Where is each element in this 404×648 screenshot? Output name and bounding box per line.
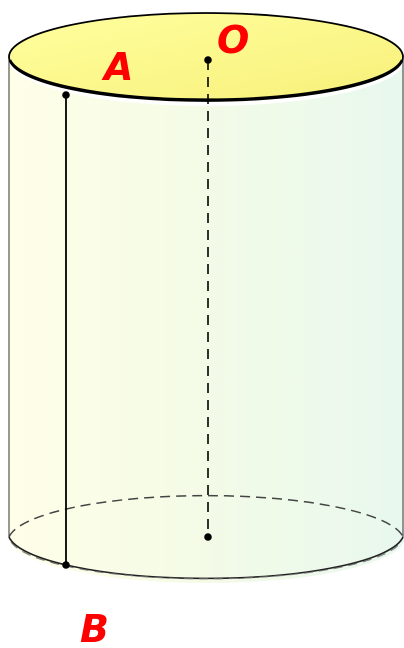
label-B: B	[80, 607, 109, 648]
top-face-front-rim	[8, 59, 404, 101]
point-A	[62, 91, 70, 99]
bottom-ellipse-front	[8, 536, 404, 580]
label-A: A	[101, 45, 133, 89]
bottom-ellipse-front-shadow	[10, 541, 402, 580]
point-bottom-center	[204, 533, 212, 541]
bottom-ellipse-back	[8, 494, 404, 538]
point-O	[204, 56, 212, 64]
cylinder-lateral-surface	[9, 60, 404, 583]
point-B	[62, 561, 70, 569]
label-O: O	[217, 18, 249, 62]
